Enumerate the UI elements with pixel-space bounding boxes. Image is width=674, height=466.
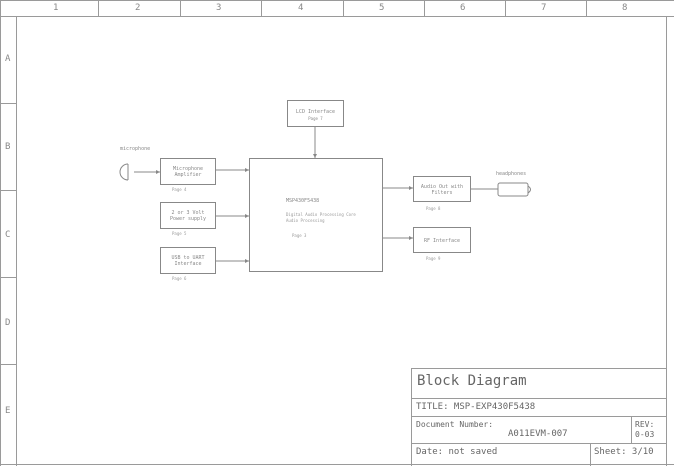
audio-out-title: Audio Out with Filters xyxy=(420,184,464,196)
microphone-amplifier-page: Page 4 xyxy=(172,187,187,192)
lcd-interface-page: Page 7 xyxy=(308,116,323,121)
mcu-page: Page 3 xyxy=(292,233,307,238)
drawing-heading: Block Diagram xyxy=(417,373,527,389)
document-number-label: Document Number: xyxy=(416,420,494,429)
usb-uart-block: USB to UART Interface xyxy=(160,247,216,274)
row-letter-c: C xyxy=(5,230,11,240)
revision-value: 0-03 xyxy=(635,430,655,439)
lcd-interface-title: LCD Interface xyxy=(295,109,336,115)
lcd-interface-block: LCD Interface Page 7 xyxy=(287,100,344,127)
audio-out-page: Page 8 xyxy=(426,206,441,211)
rf-interface-title: RF Interface xyxy=(423,238,461,244)
column-number-3: 3 xyxy=(216,3,222,13)
document-number: A011EVM-007 xyxy=(508,429,568,439)
date-field: Date: not saved xyxy=(416,447,498,457)
rf-interface-page: Page 9 xyxy=(426,256,441,261)
mcu-block: MSP430F5438 Digital Audio Processing Cor… xyxy=(249,158,383,272)
rf-interface-block: RF Interface xyxy=(413,227,471,253)
column-number-8: 8 xyxy=(622,3,628,13)
microphone-label: microphone xyxy=(120,146,151,152)
sheet-number: Sheet: 3/10 xyxy=(594,447,654,457)
usb-uart-title: USB to UART Interface xyxy=(171,255,205,267)
headphones-label: headphones xyxy=(496,171,527,177)
power-supply-page: Page 5 xyxy=(172,231,187,236)
microphone-icon xyxy=(119,163,129,181)
power-supply-block: 2 or 3 Volt Power supply xyxy=(160,202,216,229)
row-letter-a: A xyxy=(5,54,11,64)
usb-uart-page: Page 6 xyxy=(172,276,187,281)
power-supply-title: 2 or 3 Volt Power supply xyxy=(169,210,207,222)
audio-out-block: Audio Out with Filters xyxy=(413,176,471,202)
revision-label: REV: xyxy=(635,420,655,429)
column-number-5: 5 xyxy=(379,3,385,13)
column-number-7: 7 xyxy=(541,3,547,13)
column-number-6: 6 xyxy=(460,3,466,13)
column-number-4: 4 xyxy=(298,3,304,13)
column-number-1: 1 xyxy=(53,3,59,13)
row-letter-e: E xyxy=(5,406,11,416)
microphone-amplifier-title: Microphone Amplifier xyxy=(172,166,204,178)
microphone-amplifier-block: Microphone Amplifier xyxy=(160,158,216,185)
row-letter-d: D xyxy=(5,318,11,328)
mcu-title: MSP430F5438 xyxy=(286,198,320,204)
mcu-subtitle: Digital Audio Processing Core Audio Proc… xyxy=(286,212,356,223)
column-number-2: 2 xyxy=(135,3,141,13)
drawing-title: TITLE: MSP-EXP430F5438 xyxy=(416,402,536,412)
row-letter-b: B xyxy=(5,142,11,152)
